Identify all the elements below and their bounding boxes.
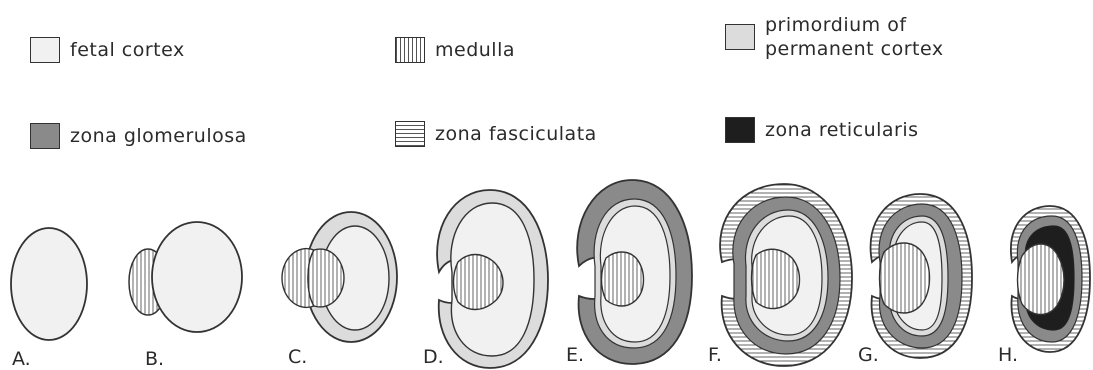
stage-g-diagram [871,194,972,358]
stage-label-d: D. [423,346,444,368]
stage-e-diagram [577,180,692,364]
stage-h-diagram [1011,206,1090,352]
stage-label-h: H. [998,344,1018,366]
stage-d-diagram [437,190,548,368]
stage-label-a: A. [12,348,31,370]
stage-b-diagram [129,222,242,332]
stage-f-diagram [720,184,852,366]
stage-label-c: C. [288,346,307,368]
stage-label-g: G. [858,344,879,366]
stage-label-b: B. [145,348,164,370]
stage-label-e: E. [566,344,584,366]
stage-c-diagram [282,212,397,342]
stage-a-diagram [11,228,87,340]
stage-label-f: F. [708,344,722,366]
